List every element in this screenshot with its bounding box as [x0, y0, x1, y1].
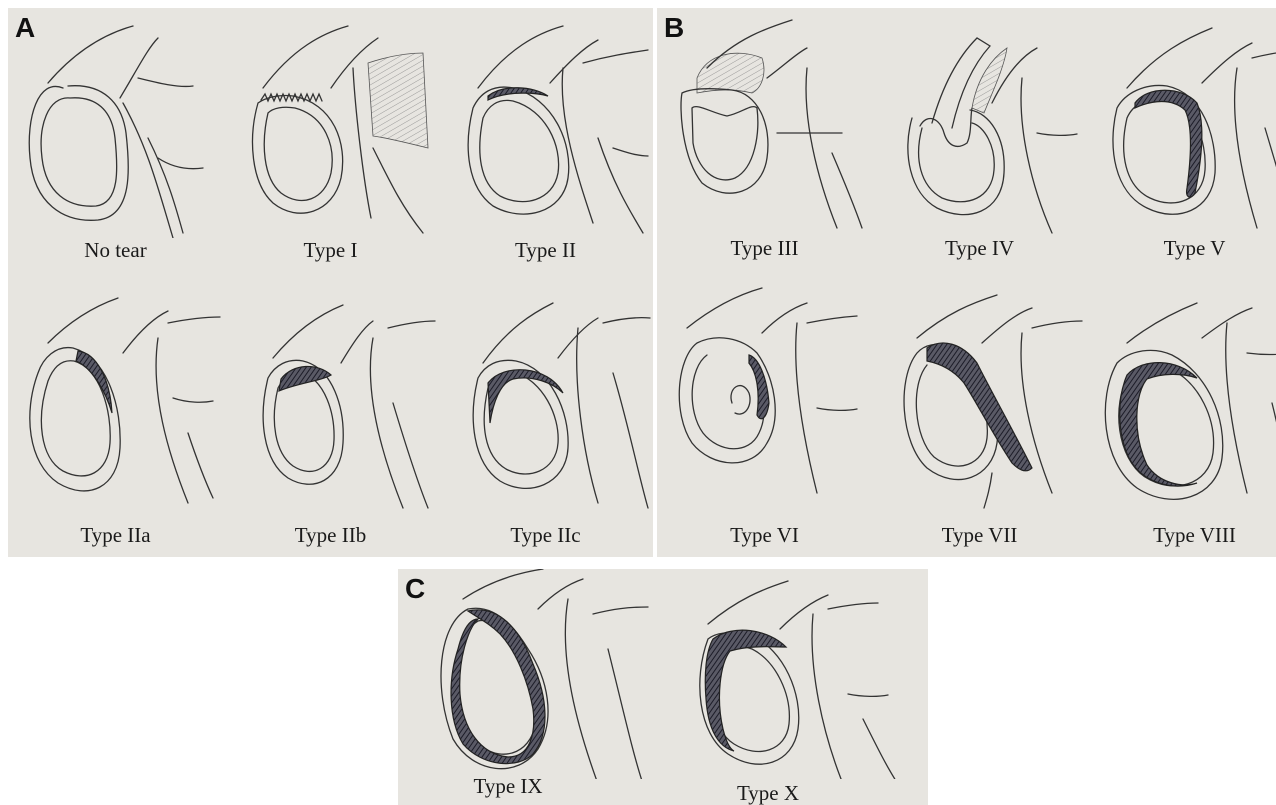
diagram-label: Type III — [657, 236, 872, 261]
diagram-label: Type IV — [872, 236, 1087, 261]
diagram-no-tear: No tear — [8, 8, 223, 278]
panel-b: B Type III Type IV — [657, 8, 1276, 557]
diagram-type-iib: Type IIb — [223, 283, 438, 553]
diagram-type-x: Type X — [668, 569, 923, 805]
diagram-type-ii: Type II — [438, 8, 653, 278]
diagram-label: Type II — [438, 238, 653, 263]
meniscus-drawing — [872, 283, 1087, 513]
diagram-type-vi: Type VI — [657, 283, 872, 553]
meniscus-drawing — [438, 8, 653, 238]
panel-c: C Type IX Type X — [398, 569, 928, 805]
meniscus-drawing — [1087, 283, 1276, 513]
diagram-type-iv: Type IV — [872, 8, 1087, 278]
diagram-label: Type VII — [872, 523, 1087, 548]
meniscus-drawing — [657, 283, 872, 513]
meniscus-drawing — [8, 8, 223, 238]
meniscus-drawing — [223, 8, 438, 238]
diagram-label: Type IX — [408, 774, 608, 799]
meniscus-drawing — [223, 283, 438, 513]
diagram-label: Type VIII — [1087, 523, 1276, 548]
diagram-label: Type IIa — [8, 523, 223, 548]
diagram-label: No tear — [8, 238, 223, 263]
diagram-label: Type IIb — [223, 523, 438, 548]
meniscus-drawing — [408, 569, 663, 779]
diagram-label: Type X — [668, 781, 868, 805]
diagram-type-iic: Type IIc — [438, 283, 653, 553]
meniscus-drawing — [872, 8, 1087, 238]
diagram-type-viii: Type VIII — [1087, 283, 1276, 553]
meniscus-drawing — [1087, 8, 1276, 238]
diagram-type-i: Type I — [223, 8, 438, 278]
meniscus-drawing — [438, 283, 653, 513]
diagram-type-vii: Type VII — [872, 283, 1087, 553]
diagram-type-iii: Type III — [657, 8, 872, 278]
diagram-label: Type V — [1087, 236, 1276, 261]
diagram-type-ix: Type IX — [408, 569, 663, 805]
diagram-label: Type VI — [657, 523, 872, 548]
meniscus-drawing — [8, 283, 223, 513]
diagram-type-v: Type V — [1087, 8, 1276, 278]
diagram-label: Type IIc — [438, 523, 653, 548]
diagram-label: Type I — [223, 238, 438, 263]
panel-a: A No tear Type I — [8, 8, 653, 557]
meniscus-drawing — [657, 8, 872, 238]
diagram-type-iia: Type IIa — [8, 283, 223, 553]
meniscus-drawing — [668, 569, 923, 779]
